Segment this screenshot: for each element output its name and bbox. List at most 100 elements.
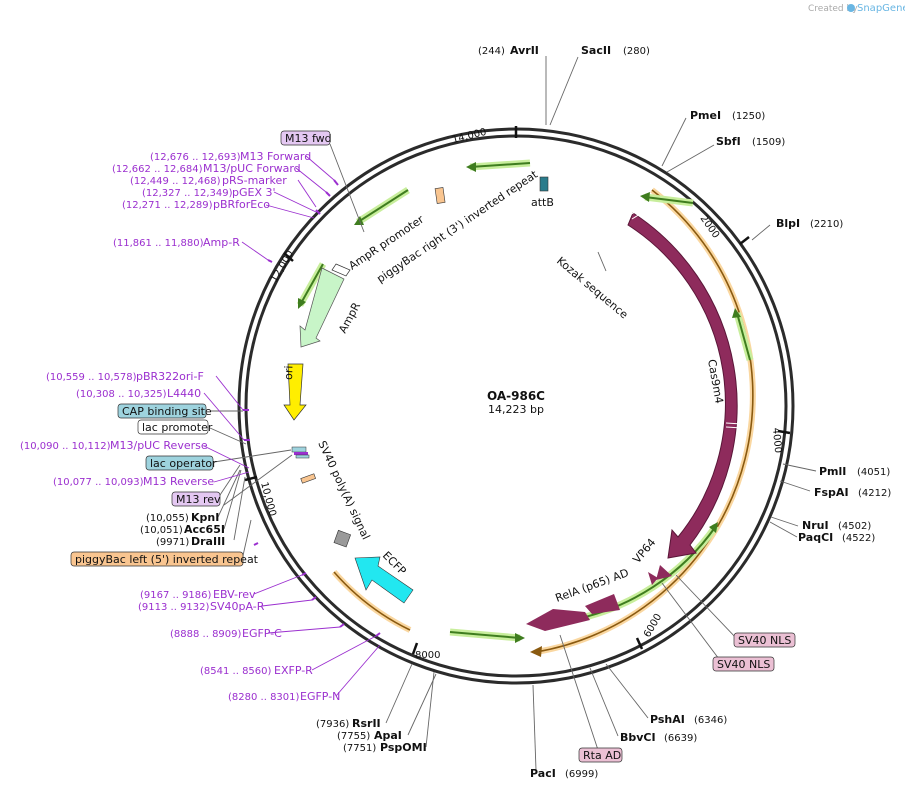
rela-feature-1[interactable] [585, 594, 620, 614]
lac-operator-label: lac operator [150, 457, 217, 470]
primer-pos-sv40pa: (9113 .. 9132) [138, 602, 210, 613]
lac-cluster [291, 446, 310, 459]
m13-fwd-label: M13 fwd [285, 132, 332, 145]
site-pos-bbvci: (6639) [664, 733, 697, 744]
watermark-created-by: Created by [808, 4, 858, 14]
ampr-label: AmpR [336, 300, 363, 335]
site-kpni[interactable]: KpnI [191, 511, 219, 524]
site-pos-pmei: (1250) [732, 111, 765, 122]
primer-marks [243, 179, 381, 637]
primer-pos-prs: (12,449 .. 12,468) [130, 176, 221, 187]
site-fspai[interactable]: FspAI [814, 486, 849, 499]
rela-feature-2[interactable] [526, 609, 590, 631]
lac-operator-box[interactable] [145, 455, 214, 471]
site-sbfi[interactable]: SbfI [716, 135, 741, 148]
rta-ad-box[interactable] [578, 747, 623, 763]
primer-prs-marker[interactable]: pRS-marker [222, 174, 287, 187]
site-sacii[interactable]: SacII [581, 44, 611, 57]
site-rsrii[interactable]: RsrII [352, 717, 381, 730]
cas9m4-feature[interactable] [627, 212, 738, 559]
ecfp-feature[interactable] [354, 556, 414, 604]
primer-pbrforeco[interactable]: pBRforEco [213, 198, 270, 211]
primer-pos-exfpr: (8541 .. 8560) [200, 666, 272, 677]
plasmid-name: OA-986C [487, 389, 545, 403]
site-pspomi[interactable]: PspOMI [380, 741, 427, 754]
piggybac-right-box[interactable] [434, 187, 446, 204]
primer-egfp-n[interactable]: EGFP-N [300, 690, 340, 703]
site-paci[interactable]: PacI [530, 767, 556, 780]
site-blpi[interactable]: BlpI [776, 217, 800, 230]
site-pshai[interactable]: PshAI [650, 713, 685, 726]
ampr-feature[interactable] [299, 267, 345, 348]
sv40-nls-label-2: SV40 NLS [717, 658, 770, 671]
site-pmei[interactable]: PmeI [690, 109, 721, 122]
site-pos-psp: (7751) [343, 743, 376, 754]
site-pos-paqci: (4522) [842, 533, 875, 544]
piggybac-left-box[interactable] [70, 551, 244, 567]
site-pos-rsrii: (7936) [316, 719, 349, 730]
site-pos-avrii: (244) [478, 46, 505, 57]
m13-rev-box[interactable] [171, 491, 221, 507]
tick-label-12000: 12,000 [269, 249, 296, 285]
cap-binding-site-label: CAP binding site [122, 405, 212, 418]
ori-label: ori [282, 365, 295, 380]
primer-exfp-r[interactable]: EXFP-R [274, 664, 313, 677]
attb-box[interactable] [539, 176, 549, 192]
site-bbvci[interactable]: BbvCI [620, 731, 656, 744]
primer-l4440[interactable]: L4440 [167, 387, 201, 400]
primer-pos-m13rev: (10,077 .. 10,093) [53, 477, 144, 488]
plasmid-size: 14,223 bp [488, 403, 544, 416]
primer-pgex3[interactable]: pGEX 3' [232, 186, 276, 199]
site-pos-sacii: (280) [623, 46, 650, 57]
green-orf-arrows [296, 159, 754, 642]
sv40-nls-box-1[interactable] [733, 632, 796, 648]
ampr-promoter-feature[interactable] [331, 263, 351, 277]
site-pmli[interactable]: PmlI [819, 465, 846, 478]
site-pos-nrui: (4502) [838, 521, 871, 532]
primer-pos-egfpn: (8280 .. 8301) [228, 692, 300, 703]
sv40-polya-feature[interactable] [333, 529, 352, 548]
snapgene-logo-icon [847, 4, 855, 12]
primer-sv40pa-r[interactable]: SV40pA-R [210, 600, 265, 613]
site-apai[interactable]: ApaI [374, 729, 402, 742]
m13-fwd-box[interactable] [280, 130, 331, 146]
primer-pos-ebv: (9167 .. 9186) [140, 590, 212, 601]
ori-feature[interactable] [283, 363, 307, 421]
vp64-feature[interactable] [656, 565, 672, 580]
sv40-box-small[interactable] [300, 473, 316, 484]
cap-binding-site-box[interactable] [117, 403, 207, 419]
sv40-nls-box-2[interactable] [712, 656, 775, 672]
sv40-nls-label-1: SV40 NLS [738, 634, 791, 647]
primer-pos-ampr: (11,861 .. 11,880) [113, 238, 204, 249]
site-paqci[interactable]: PaqCI [798, 531, 833, 544]
primer-pos-egfpc: (8888 .. 8909) [170, 629, 242, 640]
primer-pos-pbr: (12,271 .. 12,289) [122, 200, 213, 211]
primer-m13-forward[interactable]: M13 Forward [240, 150, 311, 163]
sv40-polya-label: SV40 poly(A) signal [315, 439, 372, 542]
piggybac-left-label: piggyBac left (5') inverted repeat [75, 553, 259, 566]
primer-pbr322ori-f[interactable]: pBR322ori-F [136, 370, 204, 383]
attb-label: attB [531, 196, 554, 209]
kozak-label: Kozak sequence [554, 254, 631, 321]
primer-ebv-rev[interactable]: EBV-rev [213, 588, 256, 601]
primer-m13-reverse[interactable]: M13 Reverse [143, 475, 214, 488]
primer-pos-m13fwd: (12,676 .. 12,693) [150, 152, 241, 163]
lac-promoter-box[interactable] [137, 419, 209, 435]
primer-amp-r[interactable]: Amp-R [203, 236, 240, 249]
vp64-feature-2[interactable] [648, 572, 658, 585]
primer-egfp-c[interactable]: EGFP-C [242, 627, 282, 640]
site-pos-paci: (6999) [565, 769, 598, 780]
primer-m13-puc-reverse[interactable]: M13/pUC Reverse [110, 439, 208, 452]
tick-marks [244, 126, 791, 655]
site-nrui[interactable]: NruI [802, 519, 829, 532]
green-arrowheads [298, 162, 741, 643]
primer-m13-puc-forward[interactable]: M13/pUC Forward [203, 162, 301, 175]
site-acc65i[interactable]: Acc65I [184, 523, 225, 536]
leader-lines [209, 56, 817, 771]
site-avrii[interactable]: AvrII [510, 44, 539, 57]
site-draiii[interactable]: DraIII [191, 535, 225, 548]
site-pos-fspai: (4212) [858, 488, 891, 499]
rta-ad-label: Rta AD [583, 749, 621, 762]
